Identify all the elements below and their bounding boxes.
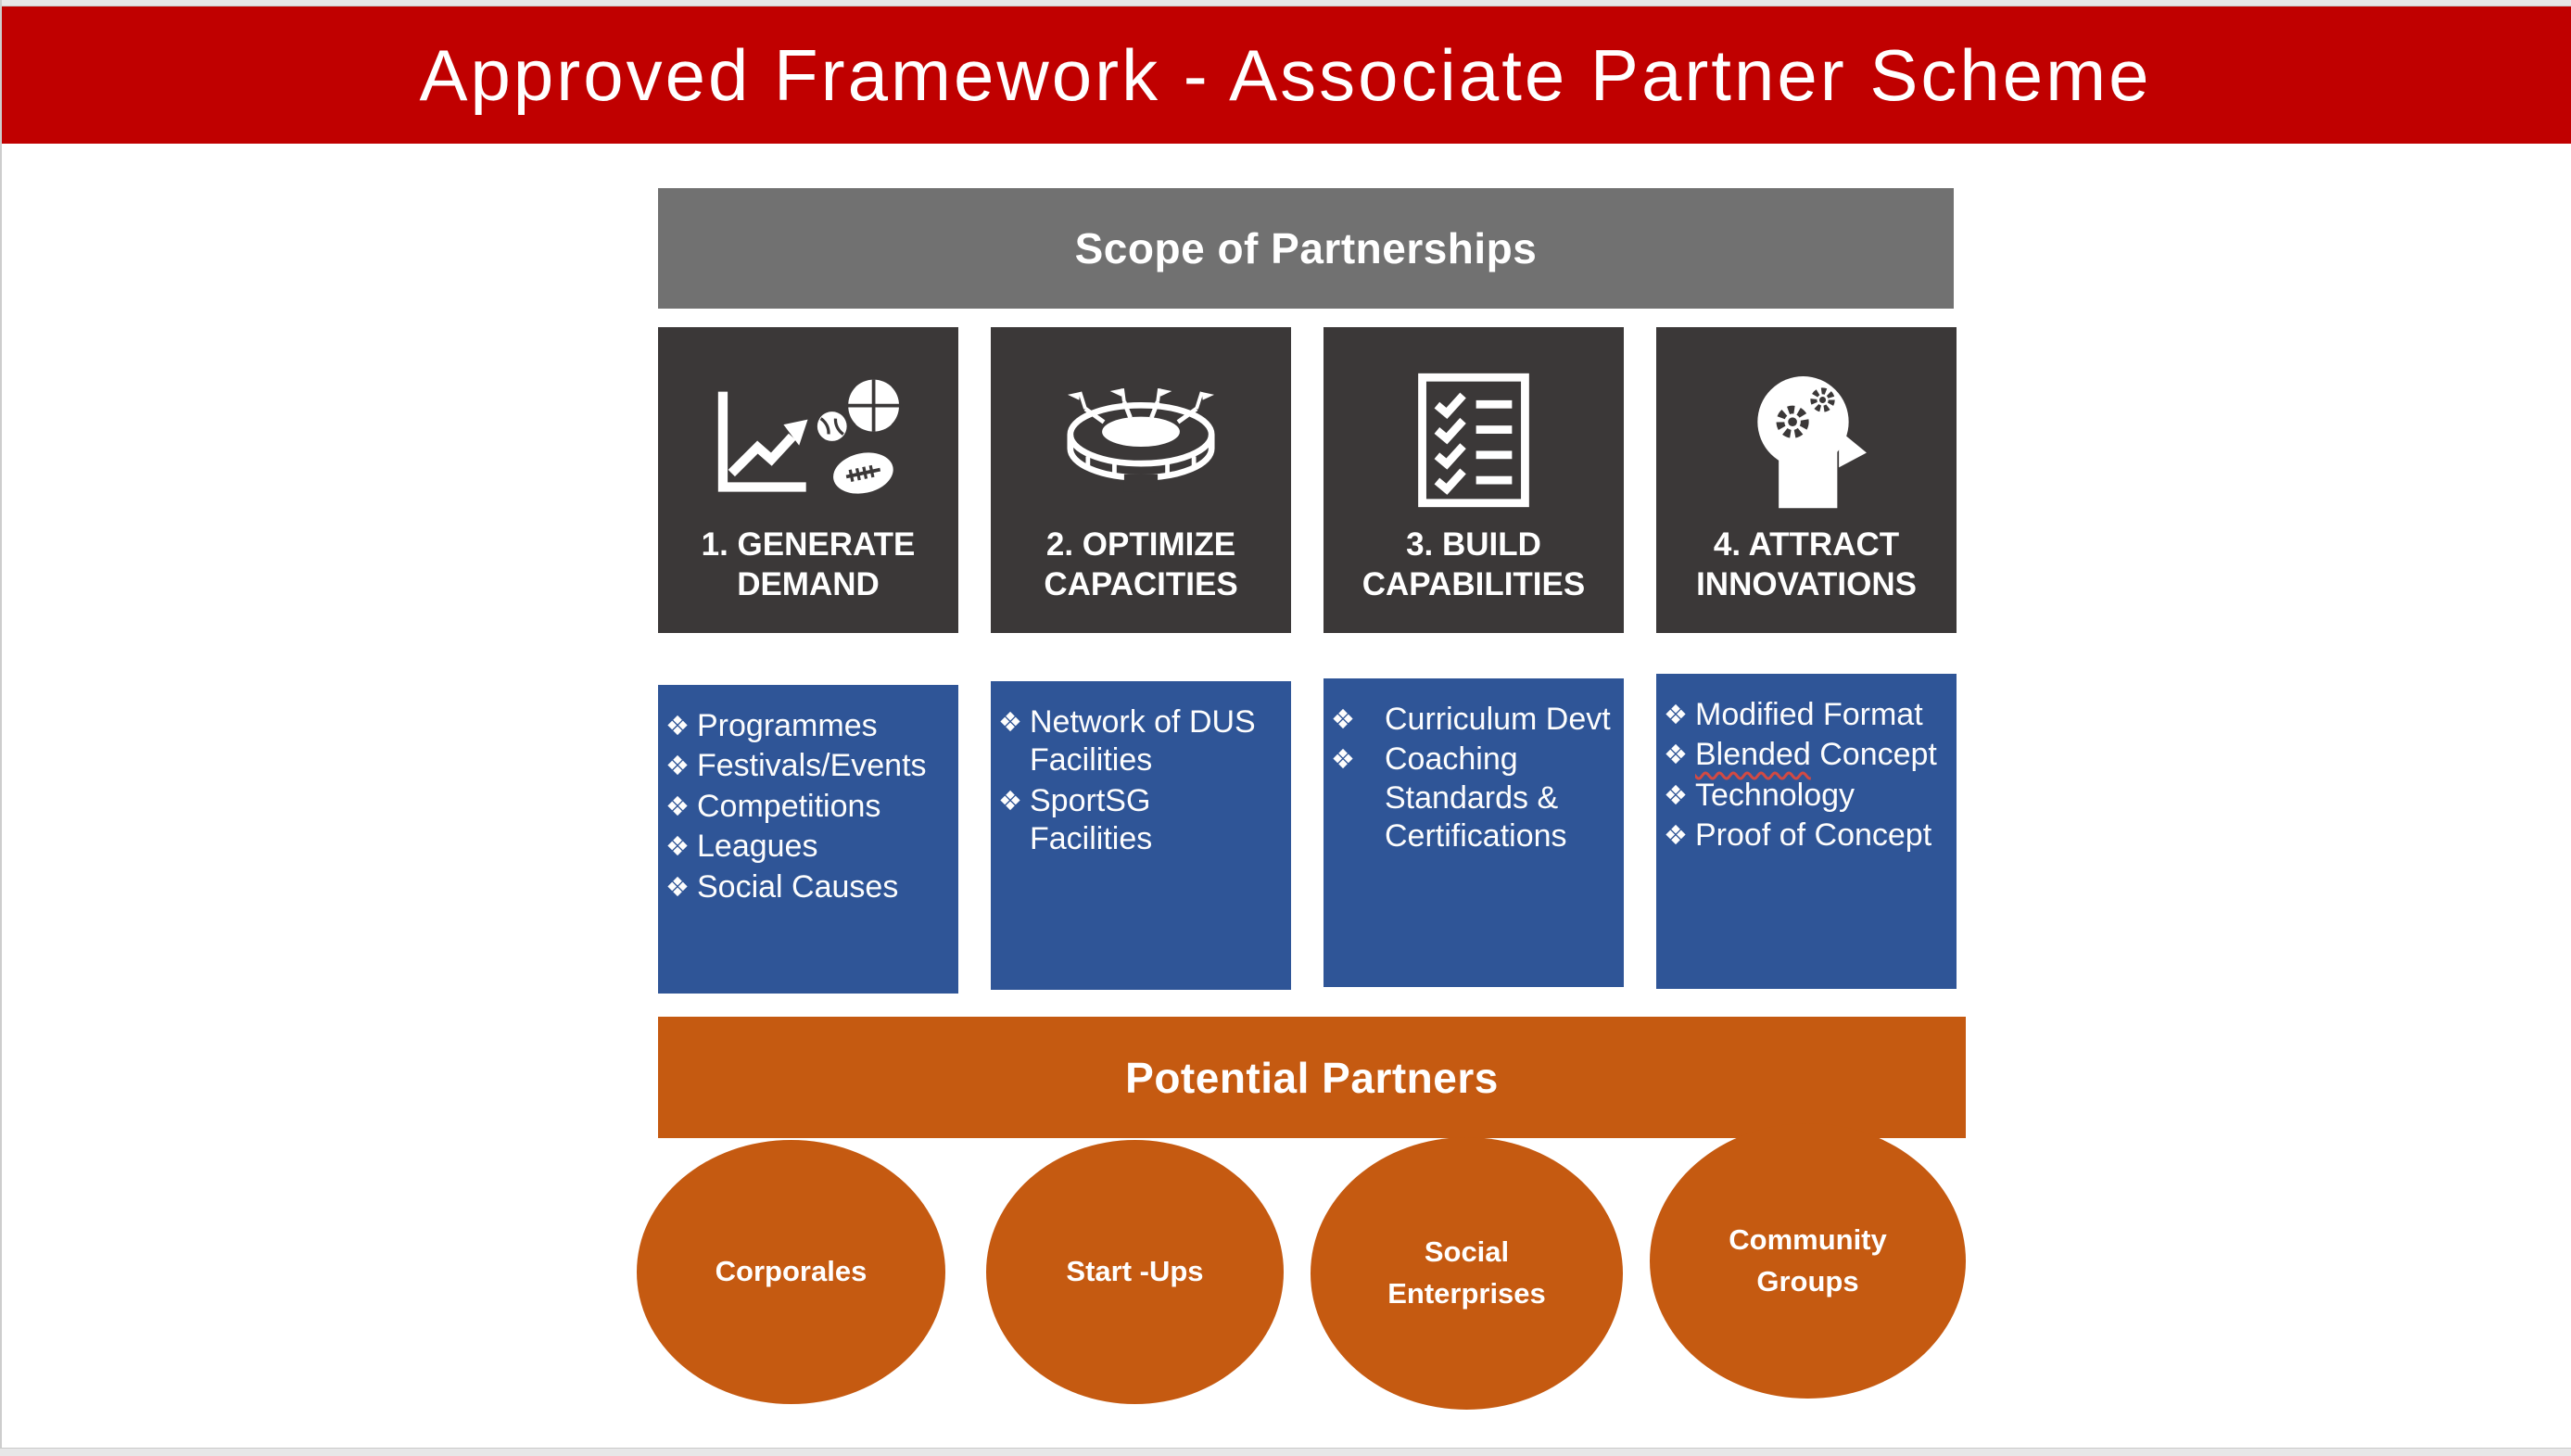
detail-card-attract-innovations: ❖ Modified Format ❖ Blended Concept ❖ Te… bbox=[1656, 674, 1957, 989]
partner-ellipse-community-groups: Community Groups bbox=[1650, 1123, 1966, 1399]
list-item: ❖ Technology bbox=[1664, 777, 1945, 815]
pillar-label: 4. ATTRACT INNOVATIONS bbox=[1696, 525, 1917, 603]
detail-card-generate-demand: ❖ Programmes ❖ Festivals/Events ❖ Compet… bbox=[658, 685, 958, 994]
list-item-text: Network of DUS Facilities bbox=[1030, 704, 1256, 779]
diamond-bullet-icon: ❖ bbox=[1331, 743, 1355, 776]
window-bottom-strip bbox=[0, 1448, 2571, 1456]
list-item: ❖ Network of DUS Facilities bbox=[998, 703, 1280, 780]
diamond-bullet-icon: ❖ bbox=[665, 750, 690, 782]
list-item-text: Modified Format bbox=[1695, 697, 1923, 732]
list-item: ❖ Social Causes bbox=[665, 868, 947, 906]
list-item-text: Curriculum Devt bbox=[1385, 702, 1611, 737]
list-item-text: Festivals/Events bbox=[697, 748, 927, 784]
window-left-border bbox=[0, 0, 2, 1456]
head-with-gears-icon bbox=[1737, 363, 1876, 510]
diamond-bullet-icon: ❖ bbox=[998, 706, 1022, 738]
list-item: ❖ Festivals/Events bbox=[665, 747, 947, 785]
list-item: ❖ Competitions bbox=[665, 788, 947, 826]
list-item-text: SportSG Facilities bbox=[1030, 782, 1153, 857]
pillar-card-optimize-capacities: 2. OPTIMIZE CAPACITIES bbox=[991, 327, 1291, 633]
detail-row: ❖ Programmes ❖ Festivals/Events ❖ Compet… bbox=[658, 674, 1957, 994]
diamond-bullet-icon: ❖ bbox=[998, 784, 1022, 817]
checklist-icon bbox=[1412, 371, 1535, 510]
diamond-bullet-icon: ❖ bbox=[665, 710, 690, 741]
pillar-card-build-capabilities: 3. BUILD CAPABILITIES bbox=[1323, 327, 1624, 633]
list-item: ❖ SportSG Facilities bbox=[998, 782, 1280, 859]
diamond-bullet-icon: ❖ bbox=[665, 790, 690, 822]
list-item-text: Social Causes bbox=[697, 868, 899, 905]
list-item-text: Technology bbox=[1695, 777, 1855, 813]
diamond-bullet-icon: ❖ bbox=[1331, 703, 1355, 735]
pillar-card-attract-innovations: 4. ATTRACT INNOVATIONS bbox=[1656, 327, 1957, 633]
list-item: ❖ Leagues bbox=[665, 828, 947, 866]
list-item-text: Leagues bbox=[697, 829, 818, 865]
stadium-icon bbox=[1048, 386, 1234, 510]
detail-card-optimize-capacities: ❖ Network of DUS Facilities ❖ SportSG Fa… bbox=[991, 681, 1291, 990]
diamond-bullet-icon: ❖ bbox=[665, 870, 690, 903]
partner-ellipse-corporales: Corporales bbox=[637, 1140, 945, 1404]
pillar-card-generate-demand: 1. GENERATE DEMAND bbox=[658, 327, 958, 633]
page-title: Approved Framework - Associate Partner S… bbox=[419, 33, 2152, 116]
partner-label: Start -Ups bbox=[1066, 1255, 1204, 1288]
pillar-label: 2. OPTIMIZE CAPACITIES bbox=[1044, 525, 1238, 603]
partner-label: Community Groups bbox=[1729, 1222, 1887, 1298]
pillar-label: 3. BUILD CAPABILITIES bbox=[1361, 525, 1586, 603]
title-banner: Approved Framework - Associate Partner S… bbox=[0, 6, 2571, 144]
misspelled-word: Blended bbox=[1695, 737, 1811, 773]
list-item-text: Programmes bbox=[697, 708, 878, 743]
partner-label: Social Enterprises bbox=[1387, 1235, 1546, 1310]
list-item-text: Coaching Standards & Certifications bbox=[1385, 741, 1567, 855]
list-item-text: Proof of Concept bbox=[1695, 817, 1932, 854]
list-item: ❖ Blended Concept bbox=[1664, 736, 1945, 774]
pillar-label: 1. GENERATE DEMAND bbox=[701, 525, 916, 603]
partner-label: Corporales bbox=[715, 1255, 868, 1288]
list-item-text-rest: Concept bbox=[1810, 737, 1937, 773]
list-item: ❖ Coaching Standards & Certifications bbox=[1331, 741, 1613, 855]
list-item: ❖ Modified Format bbox=[1664, 696, 1945, 734]
diamond-bullet-icon: ❖ bbox=[1664, 779, 1688, 811]
diamond-bullet-icon: ❖ bbox=[1664, 699, 1688, 730]
diamond-bullet-icon: ❖ bbox=[1664, 739, 1688, 771]
detail-card-build-capabilities: ❖ Curriculum Devt ❖ Coaching Standards &… bbox=[1323, 678, 1624, 987]
scope-header-bar: Scope of Partnerships bbox=[658, 188, 1954, 309]
diamond-bullet-icon: ❖ bbox=[665, 830, 690, 863]
partner-ellipse-start-ups: Start -Ups bbox=[986, 1140, 1284, 1404]
list-item: ❖ Programmes bbox=[665, 707, 947, 745]
window-top-strip bbox=[0, 0, 2571, 6]
scope-header-label: Scope of Partnerships bbox=[1074, 224, 1538, 272]
list-item: ❖ Curriculum Devt bbox=[1331, 701, 1613, 739]
partner-ellipse-social-enterprises: Social Enterprises bbox=[1311, 1137, 1623, 1410]
partners-header-bar: Potential Partners bbox=[658, 1017, 1966, 1138]
diamond-bullet-icon: ❖ bbox=[1664, 819, 1688, 852]
list-item-text: Blended Concept bbox=[1688, 736, 1945, 774]
partners-header-label: Potential Partners bbox=[1125, 1053, 1499, 1102]
list-item-text: Competitions bbox=[697, 788, 881, 824]
pillar-row: 1. GENERATE DEMAND 2. OPTIMIZE bbox=[658, 327, 1957, 633]
list-item: ❖ Proof of Concept bbox=[1664, 817, 1945, 855]
growth-chart-sports-balls-icon bbox=[709, 371, 908, 510]
